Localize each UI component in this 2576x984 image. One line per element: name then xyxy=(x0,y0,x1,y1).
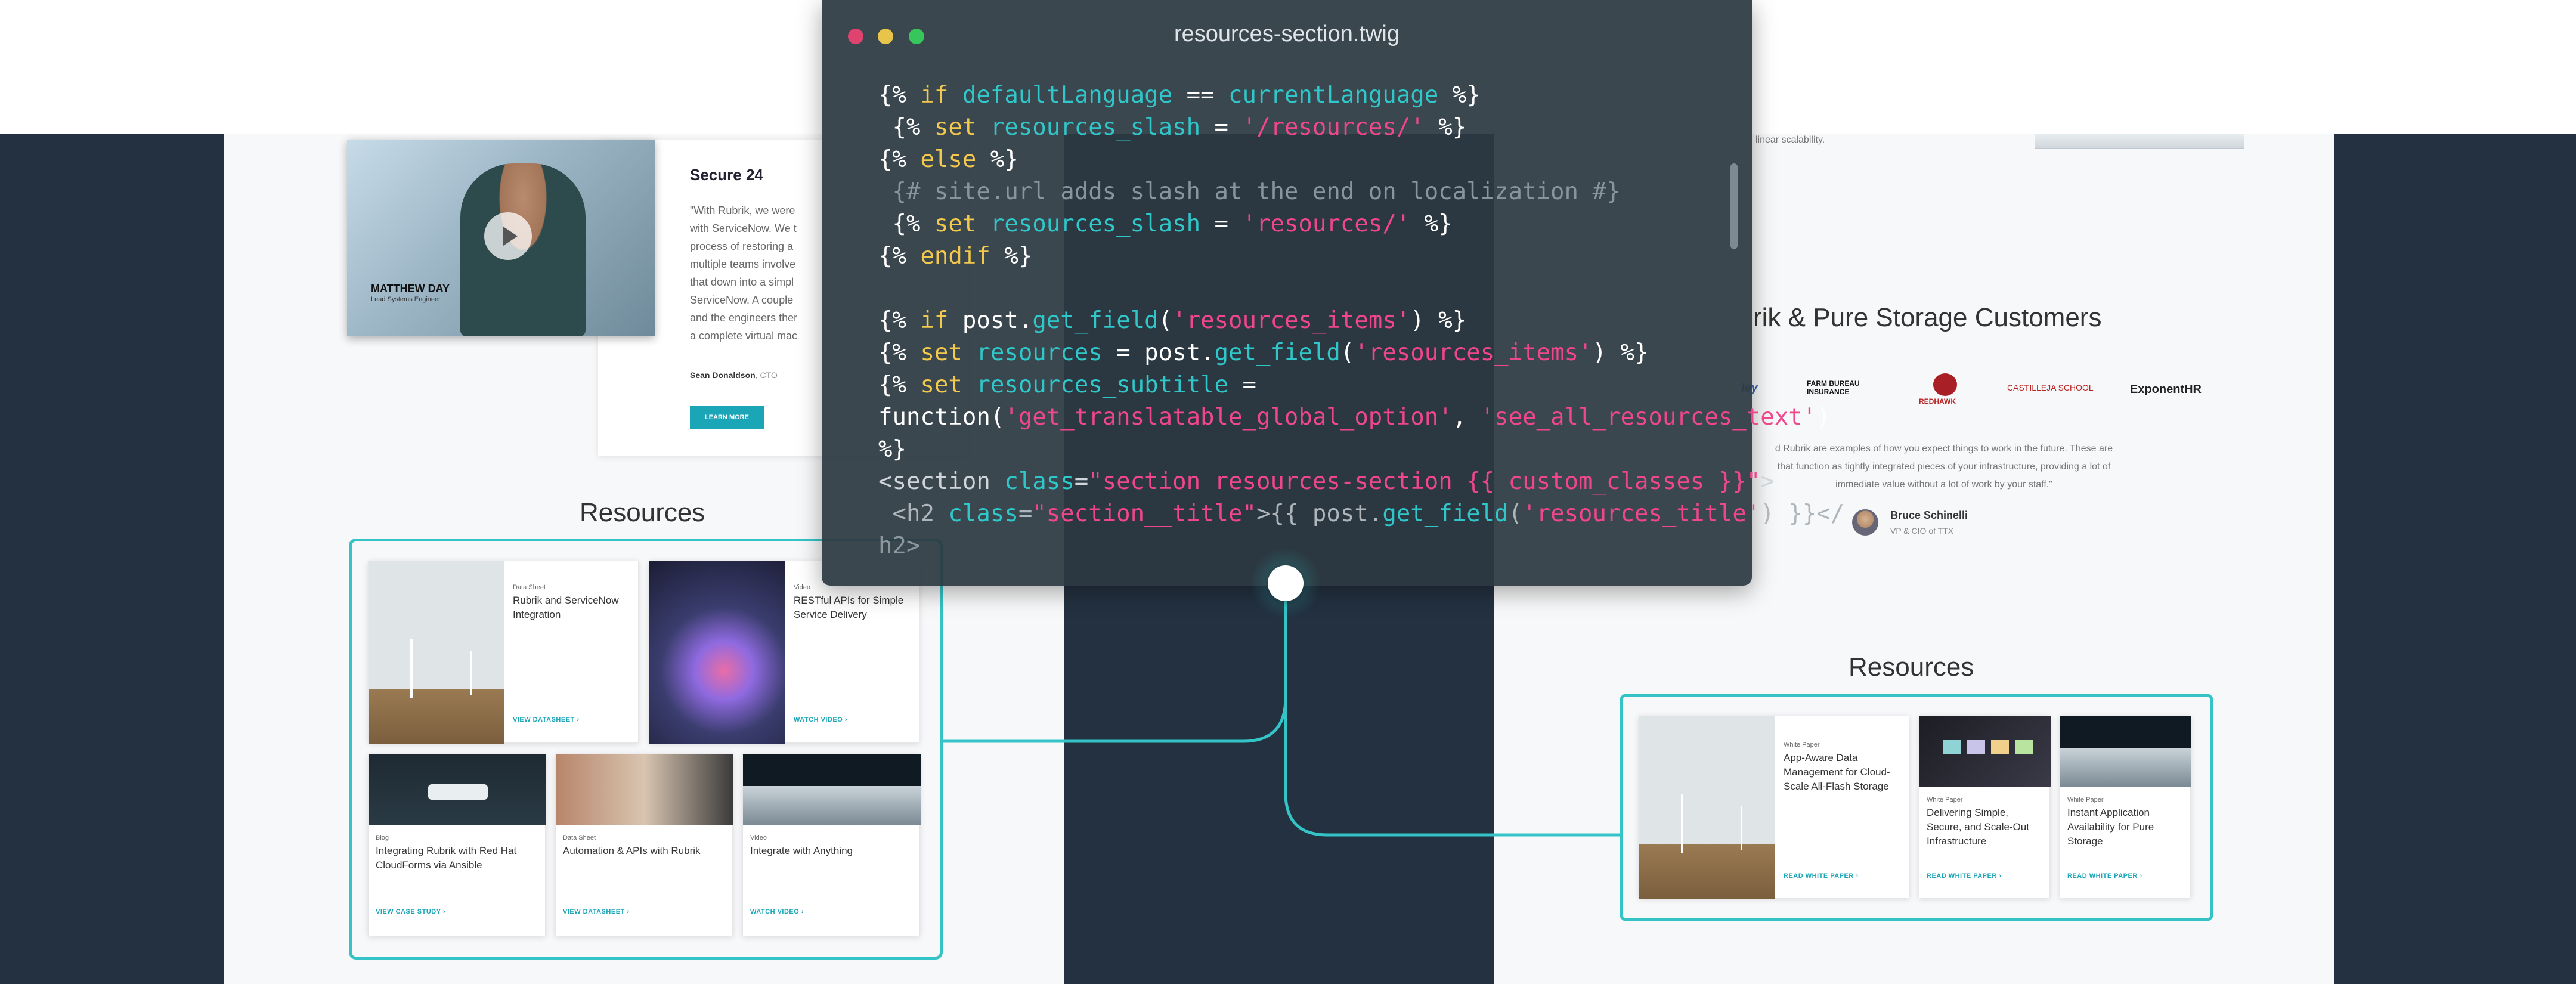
card-cta[interactable]: VIEW DATASHEET › xyxy=(513,716,580,723)
card-cta[interactable]: WATCH VIDEO › xyxy=(794,716,848,723)
code-window-title: resources-section.twig xyxy=(1174,21,1400,47)
avatar xyxy=(1852,509,1878,536)
card-title: Integrating Rubrik with Red Hat CloudFor… xyxy=(376,845,517,871)
right-resources-title: Resources xyxy=(1849,652,1974,682)
card-tag: Data Sheet xyxy=(563,834,596,841)
video-thumbnail[interactable]: MATTHEW DAY Lead Systems Engineer xyxy=(347,140,655,336)
left-resources-title: Resources xyxy=(580,498,705,527)
keypad-image xyxy=(1919,716,2051,787)
customer-logo: FARM BUREAU INSURANCE xyxy=(1807,379,1860,396)
video-person-name: MATTHEW DAY xyxy=(371,283,450,295)
right-top-text: linear scalability. xyxy=(1755,135,1825,145)
right-connector-line xyxy=(1284,584,1620,837)
wind-turbine-image xyxy=(369,561,504,744)
testimonial-quote: "With Rubrik, we were with ServiceNow. W… xyxy=(690,205,798,342)
card-tag: Video xyxy=(794,584,810,591)
right-resources-highlight xyxy=(1620,694,2213,921)
card-title: Integrate with Anything xyxy=(750,845,853,856)
wind-turbine-image xyxy=(1639,716,1775,899)
code-line: {% set resources_slash = 'resources/' %} xyxy=(878,211,1453,237)
customer-logo: REDHAWK xyxy=(1919,397,1956,406)
code-line: h2> xyxy=(878,533,921,559)
card-cta[interactable]: READ WHITE PAPER › xyxy=(1927,872,2002,880)
resource-card[interactable]: White Paper Delivering Simple, Secure, a… xyxy=(1919,716,2051,898)
quote-author-role: VP & CIO of TTX xyxy=(1890,526,1954,536)
card-tag: White Paper xyxy=(1927,796,1963,803)
drone-image xyxy=(369,754,546,825)
code-line: {% if defaultLanguage == currentLanguage… xyxy=(878,82,1481,109)
left-resources-highlight xyxy=(349,539,943,960)
code-line: {% set resources_subtitle = xyxy=(878,372,1256,398)
minimize-window-button[interactable] xyxy=(878,29,893,44)
mixing-console-image xyxy=(2060,716,2191,787)
customers-title: rik & Pure Storage Customers xyxy=(1753,303,2102,332)
code-line: {% set resources_slash = '/resources/' %… xyxy=(878,114,1467,141)
customer-logo: ExponentHR xyxy=(2130,383,2202,396)
code-line: <h2 class="section__title">{{ post.get_f… xyxy=(878,500,1845,527)
code-line: {% endif %} xyxy=(878,243,1033,270)
appliance-image xyxy=(2035,134,2244,149)
phone-image xyxy=(649,561,785,744)
play-icon xyxy=(503,227,518,246)
code-editor-window[interactable]: resources-section.twig {% if defaultLang… xyxy=(822,0,1844,586)
card-title: RESTful APIs for Simple Service Delivery xyxy=(794,595,904,620)
card-cta[interactable]: WATCH VIDEO › xyxy=(750,908,804,915)
card-title: App-Aware Data Management for Cloud-Scal… xyxy=(1784,752,1890,792)
code-line: <section class="section resources-sectio… xyxy=(878,468,1775,495)
customer-quote: d Rubrik are examples of how you expect … xyxy=(1775,444,2113,490)
resource-card[interactable]: White Paper App-Aware Data Management fo… xyxy=(1639,716,1909,899)
close-window-button[interactable] xyxy=(848,29,863,44)
resource-card[interactable]: White Paper Instant Application Availabi… xyxy=(2060,716,2191,898)
quote-author: Bruce Schinelli xyxy=(1890,509,1968,521)
play-button[interactable] xyxy=(484,212,532,260)
code-line: {% if post.get_field('resources_items') … xyxy=(878,307,1467,334)
card-title: Instant Application Availability for Pur… xyxy=(2067,807,2154,847)
code-line: function('get_translatable_global_option… xyxy=(878,404,1831,431)
code-line: %} xyxy=(878,436,906,463)
customer-logo: CASTILLEJA SCHOOL xyxy=(2007,383,2094,392)
resource-card[interactable]: Data Sheet Automation & APIs with Rubrik… xyxy=(555,754,733,936)
card-title: Automation & APIs with Rubrik xyxy=(563,845,701,856)
secure24-logo: Secure 24 xyxy=(690,166,763,184)
card-tag: Blog xyxy=(376,834,389,841)
card-cta[interactable]: VIEW CASE STUDY › xyxy=(376,908,446,915)
learn-more-button[interactable]: LEARN MORE xyxy=(690,406,764,429)
video-person-role: Lead Systems Engineer xyxy=(371,296,441,303)
code-line: {% set resources = post.get_field('resou… xyxy=(878,339,1649,366)
redhawk-logo-icon xyxy=(1933,373,1957,396)
card-tag: White Paper xyxy=(1784,741,1820,748)
code-scrollbar[interactable] xyxy=(1730,163,1738,249)
resource-card[interactable]: Video Integrate with Anything WATCH VIDE… xyxy=(742,754,921,936)
testimonial-author: Sean Donaldson, CTO xyxy=(690,370,778,380)
card-tag: Video xyxy=(750,834,767,841)
maximize-window-button[interactable] xyxy=(909,29,924,44)
resource-card[interactable]: Video RESTful APIs for Simple Service De… xyxy=(649,561,919,744)
resource-card[interactable]: Data Sheet Rubrik and ServiceNow Integra… xyxy=(368,561,639,744)
resource-card[interactable]: Blog Integrating Rubrik with Red Hat Clo… xyxy=(368,754,546,936)
desk-notebook-image xyxy=(556,754,733,825)
left-connector-line xyxy=(943,582,1287,743)
mixing-console-image xyxy=(743,754,921,825)
code-line: {# site.url adds slash at the end on loc… xyxy=(878,178,1621,205)
card-title: Delivering Simple, Secure, and Scale-Out… xyxy=(1927,807,2029,847)
code-line: {% else %} xyxy=(878,146,1018,173)
card-cta[interactable]: VIEW DATASHEET › xyxy=(563,908,630,915)
connector-node[interactable] xyxy=(1268,565,1304,601)
card-tag: White Paper xyxy=(2067,796,2104,803)
card-tag: Data Sheet xyxy=(513,584,546,591)
card-cta[interactable]: READ WHITE PAPER › xyxy=(2067,872,2142,880)
card-cta[interactable]: READ WHITE PAPER › xyxy=(1784,872,1859,880)
card-title: Rubrik and ServiceNow Integration xyxy=(513,595,619,620)
